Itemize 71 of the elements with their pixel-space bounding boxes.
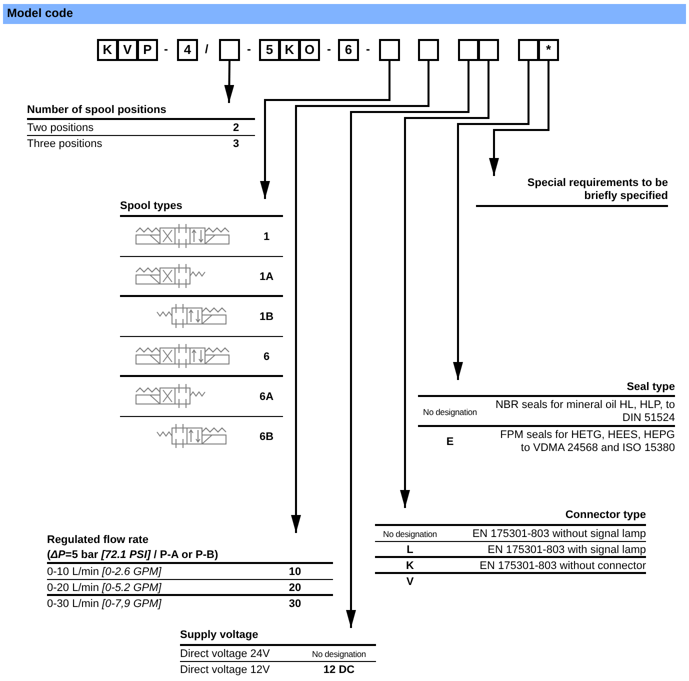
- code-letter-box: O: [299, 39, 320, 61]
- code-letter-box: 5: [259, 39, 280, 61]
- code-value: 1: [262, 230, 271, 244]
- option-text: Direct voltage 12V: [180, 664, 271, 676]
- separator-mark: -: [366, 43, 370, 56]
- section-heading: Regulated flow rate: [47, 534, 148, 547]
- option-text: 0-30 L/min [0-7,9 GPM]: [47, 598, 162, 610]
- option-text: Three positions: [27, 138, 104, 150]
- code-value: 20: [288, 582, 302, 594]
- section-heading: Connector type: [565, 509, 646, 522]
- empty-code-box: [458, 39, 479, 61]
- section-heading: Spool types: [120, 200, 182, 213]
- arrow: [400, 61, 490, 508]
- code-value: 3: [232, 138, 240, 150]
- code-value: 12 DC: [322, 664, 356, 676]
- arrow: [453, 61, 530, 380]
- arrow: [346, 61, 470, 628]
- code-letter-box: P: [137, 39, 158, 61]
- code-value: 2: [232, 122, 240, 134]
- section-heading: Special requirements to be briefly specified: [526, 177, 668, 203]
- code-letter-box: K: [97, 39, 118, 61]
- code-letter-box: *: [538, 39, 559, 61]
- code-value: 6: [262, 350, 271, 364]
- separator-mark: -: [164, 43, 168, 56]
- code-table: [47, 533, 333, 611]
- code-value: K: [405, 560, 415, 572]
- code-value: 6A: [258, 390, 275, 404]
- option-text: Direct voltage 24V: [180, 648, 271, 660]
- empty-code-box: [478, 39, 499, 61]
- arrow: [291, 61, 430, 533]
- option-text: NBR seals for mineral oil HL, HLP, to DIN 51524: [494, 399, 675, 425]
- code-value: No designation: [382, 528, 438, 540]
- separator-mark: -: [247, 43, 251, 56]
- code-letter-box: 6: [338, 39, 359, 61]
- code-value: V: [405, 576, 415, 588]
- empty-code-box: [518, 39, 539, 61]
- section-heading: (ΔP=5 bar [72.1 PSI] / P-A or P-B): [47, 549, 218, 562]
- option-text: EN 175301-803 with signal lamp: [486, 544, 646, 556]
- code-value: 10: [288, 566, 302, 578]
- empty-code-box: [219, 39, 240, 61]
- arrow: [224, 60, 234, 104]
- option-text: FPM seals for HETG, HEES, HEPG to VDMA 24568 and ISO 15380: [499, 429, 675, 455]
- code-table: [27, 103, 255, 151]
- separator-mark: /: [205, 43, 208, 56]
- code-letter-box: K: [279, 39, 300, 61]
- code-value: 6B: [258, 430, 275, 444]
- arrow: [260, 61, 390, 199]
- code-letter-box: 4: [177, 39, 198, 61]
- option-text: 0-20 L/min [0-5.2 GPM]: [47, 582, 162, 594]
- option-text: Two positions: [27, 122, 95, 134]
- empty-code-box: [418, 39, 439, 61]
- code-letter-box: V: [117, 39, 138, 61]
- code-table: [180, 628, 376, 677]
- empty-code-box: [379, 39, 400, 61]
- code-value: No designation: [422, 406, 478, 418]
- section-heading: Number of spool positions: [27, 104, 166, 117]
- separator-mark: -: [327, 43, 331, 56]
- arrow: [489, 61, 550, 176]
- requirement-note: [476, 176, 668, 207]
- code-value: No designation: [311, 648, 367, 660]
- option-text: 0-10 L/min [0-2.6 GPM]: [47, 566, 162, 578]
- section-heading: Supply voltage: [180, 629, 258, 642]
- code-value: E: [445, 436, 455, 448]
- code-value: L: [406, 544, 414, 556]
- option-text: EN 175301-803 without signal lamp: [471, 528, 646, 540]
- title: Model code: [7, 7, 74, 20]
- code-value: 1A: [258, 270, 275, 284]
- option-text: EN 175301-803 without connector: [478, 560, 646, 572]
- code-value: 30: [288, 598, 302, 610]
- code-value: 1B: [258, 310, 275, 324]
- section-heading: Seal type: [626, 381, 675, 394]
